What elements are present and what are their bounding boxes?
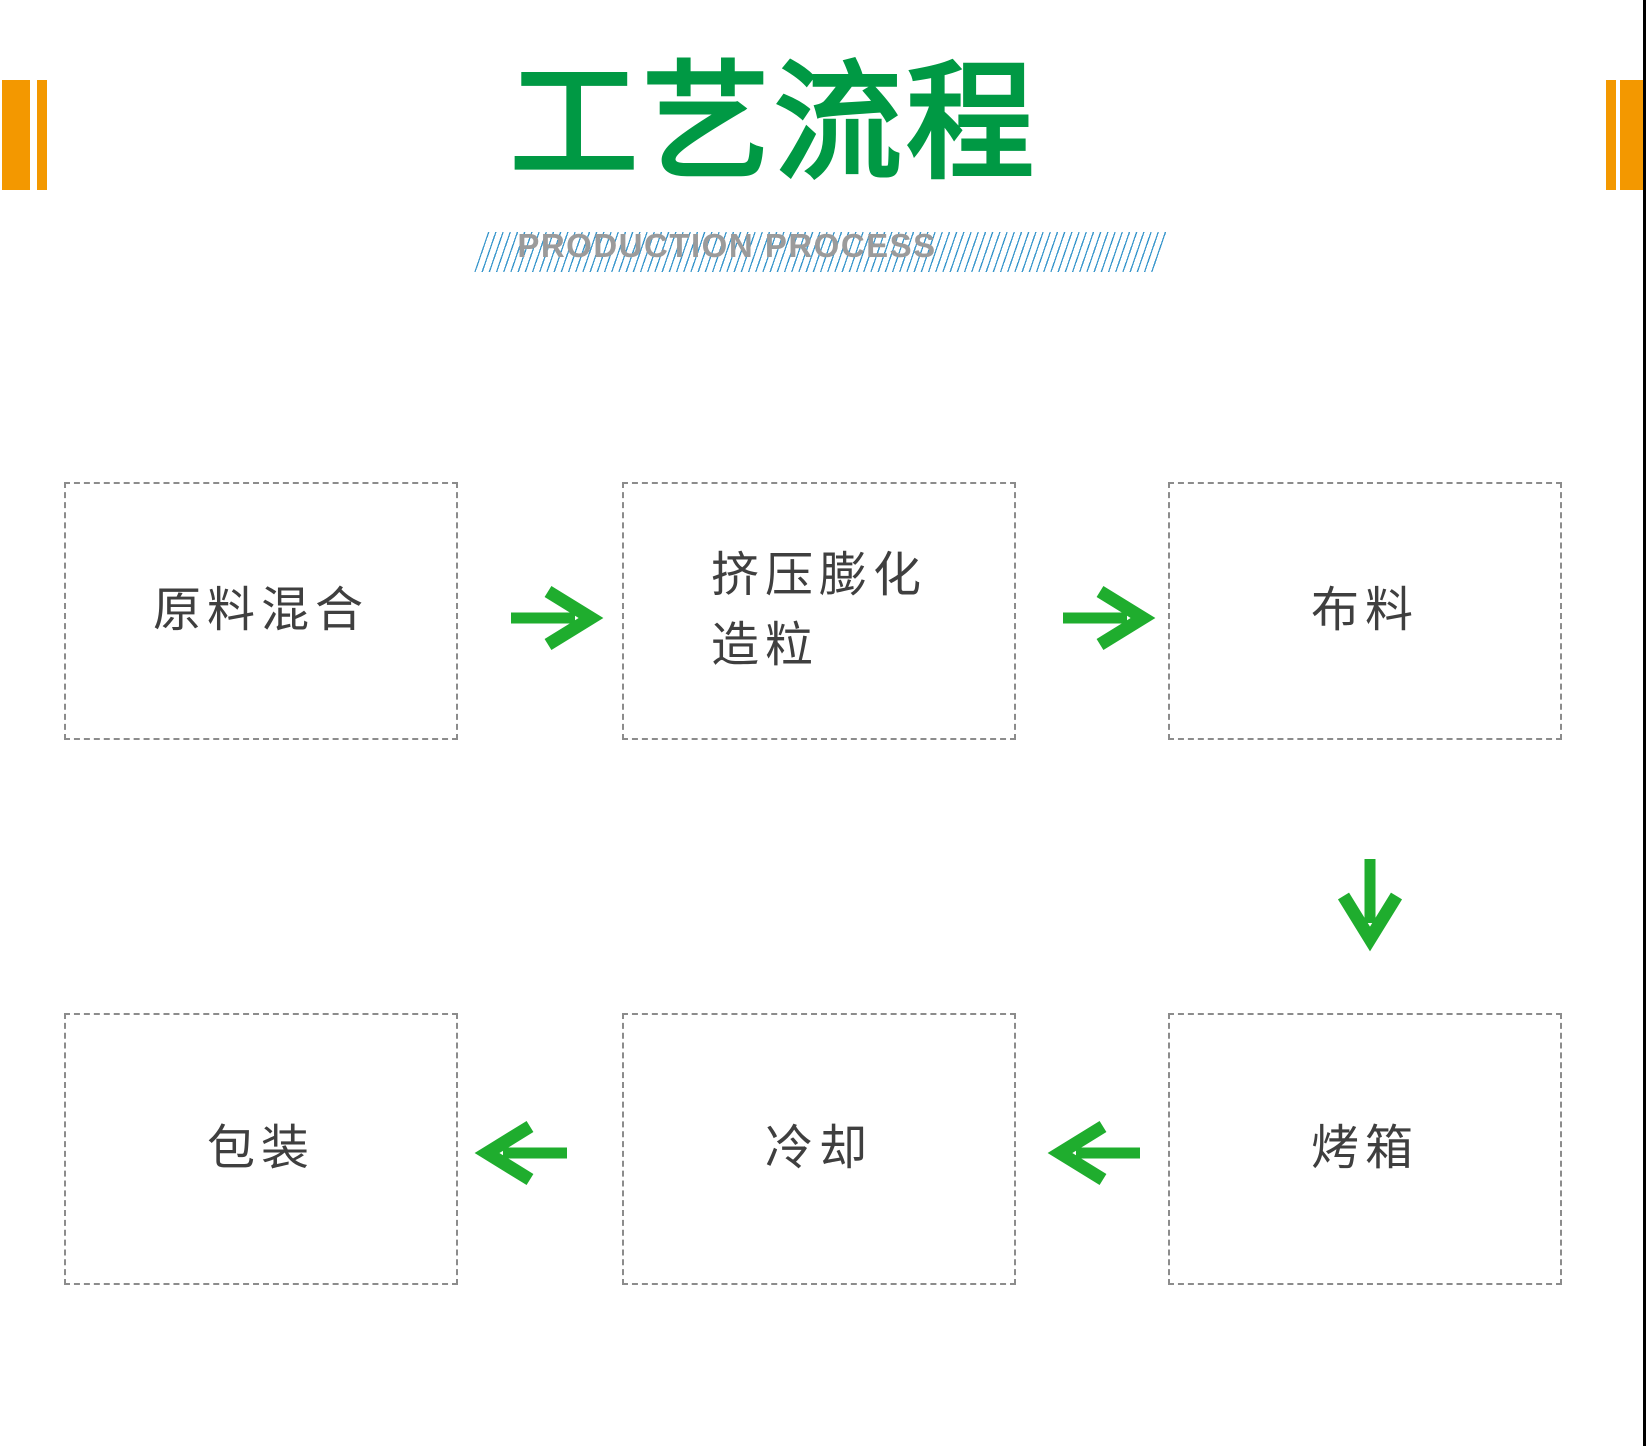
flow-box-label: 烤箱 (1310, 1122, 1419, 1175)
flow-box-label: 原料混合 (152, 584, 369, 637)
left-arrow-icon (474, 1120, 567, 1186)
accent-bar-right-outer (1620, 80, 1646, 190)
right-arrow-icon (1063, 585, 1156, 651)
down-arrow-icon (1337, 859, 1403, 952)
page-right-edge-line (1643, 0, 1646, 1446)
flow-box-spreading: 布料 (1168, 482, 1562, 740)
page-subtitle: PRODUCTION PROCESS (517, 227, 937, 264)
flow-box-packaging: 包装 (64, 1013, 458, 1285)
flow-box-raw-material-mixing: 原料混合 (64, 482, 458, 740)
flow-box-label: 布料 (1310, 584, 1419, 637)
flow-box-label: 冷却 (764, 1122, 873, 1175)
accent-bar-left-outer (2, 80, 30, 190)
flow-box-extrusion-puffing-granulation: 挤压膨化 造粒 (622, 482, 1016, 740)
flow-box-label: 挤压膨化 造粒 (710, 549, 927, 672)
right-arrow-icon (511, 585, 604, 651)
accent-bar-right-inner (1606, 80, 1616, 190)
flow-box-cooling: 冷却 (622, 1013, 1016, 1285)
left-arrow-icon (1047, 1120, 1140, 1186)
flow-box-oven: 烤箱 (1168, 1013, 1562, 1285)
page-title: 工艺流程 (509, 52, 1039, 195)
accent-bar-left-inner (37, 80, 47, 190)
flow-box-label: 包装 (206, 1122, 315, 1175)
